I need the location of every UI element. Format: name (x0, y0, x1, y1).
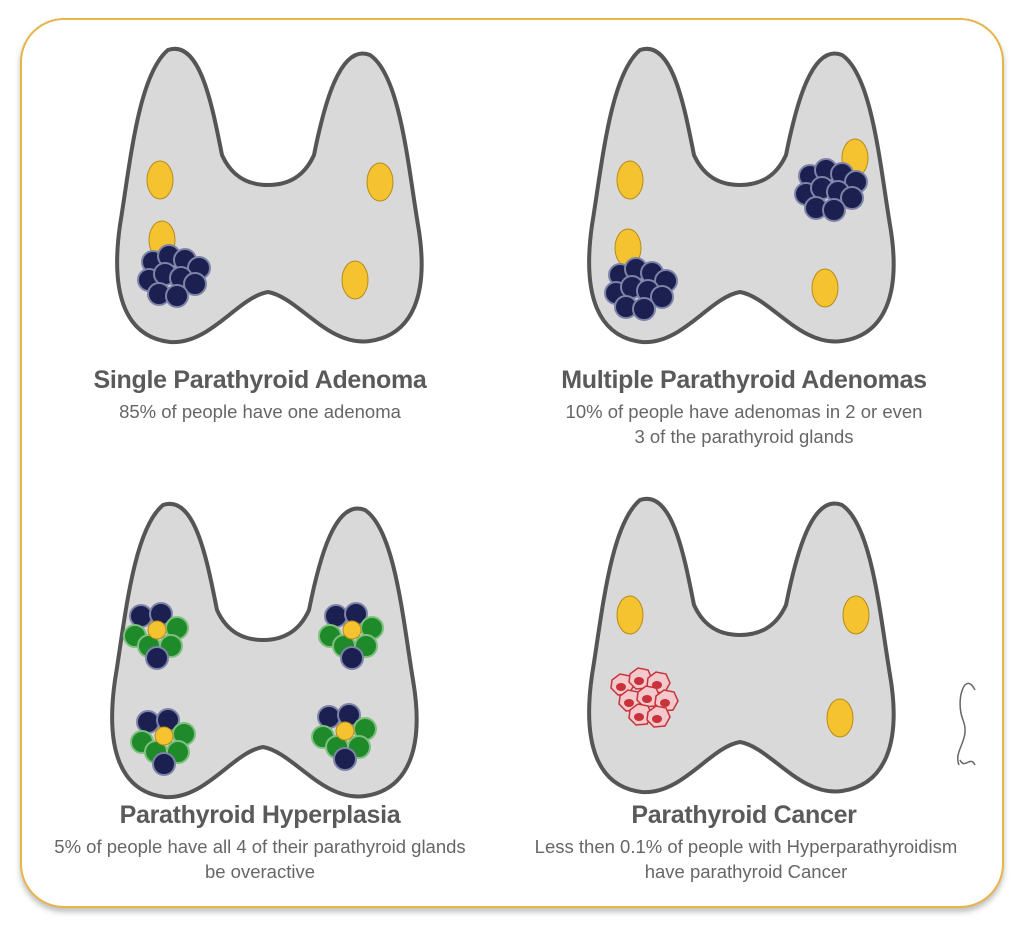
cancer-nucleus (634, 677, 644, 685)
panel-description: 85% of people have one adenoma (119, 401, 401, 422)
parathyroid-gland (154, 726, 174, 746)
adenoma-cell (632, 297, 656, 321)
panel-title: Parathyroid Cancer (631, 801, 857, 829)
panel-hyperplasia: Parathyroid Hyperplasia 5% of people hav… (30, 801, 490, 884)
adenoma-cell (840, 186, 864, 210)
hyperplasia-cell (145, 646, 169, 670)
panel-description: 10% of people have adenomas in 2 or even… (565, 401, 923, 447)
hyperplasia-cell (136, 710, 160, 734)
parathyroid-gland (335, 721, 355, 741)
parathyroid-gland (342, 620, 362, 640)
panel-multiple-adenomas: Multiple Parathyroid Adenomas 10% of peo… (514, 366, 974, 449)
thyroid-cancer (587, 496, 896, 795)
cancer-nucleus (660, 699, 670, 707)
parathyroid-gland (147, 620, 167, 640)
panel-title: Single Parathyroid Adenoma (93, 366, 427, 394)
adenoma-cell (650, 285, 674, 309)
cancer-nucleus (624, 699, 634, 707)
parathyroid-gland (826, 698, 854, 738)
cancer-nucleus (642, 695, 652, 703)
hyperplasia-cell (324, 604, 348, 628)
adenoma-cell (822, 198, 846, 222)
parathyroid-gland (616, 160, 644, 200)
cancer-nucleus (652, 681, 662, 689)
panel-single-adenoma: Single Parathyroid Adenoma 85% of people… (30, 366, 490, 424)
parathyroid-gland (146, 160, 174, 200)
parathyroid-gland (616, 595, 644, 635)
parathyroid-gland (341, 260, 369, 300)
hyperplasia-cell (340, 646, 364, 670)
parathyroid-gland (366, 162, 394, 202)
panel-title: Multiple Parathyroid Adenomas (561, 366, 927, 394)
hyperplasia-cell (333, 747, 357, 771)
panel-cancer: Parathyroid Cancer Less then 0.1% of peo… (514, 801, 974, 884)
panel-title: Parathyroid Hyperplasia (119, 801, 401, 829)
artist-signature (957, 682, 976, 766)
panel-description: 5% of people have all 4 of their parathy… (54, 836, 466, 882)
parathyroid-gland (811, 268, 839, 308)
adenoma-cell (183, 272, 207, 296)
hyperplasia-cell (317, 705, 341, 729)
panel-description: Less then 0.1% of people with Hyperparat… (534, 836, 958, 882)
parathyroid-gland (842, 595, 870, 635)
hyperplasia-cell (152, 752, 176, 776)
cancer-nucleus (634, 713, 644, 721)
hyperplasia-cell (129, 604, 153, 628)
adenoma-cell (165, 284, 189, 308)
cancer-nucleus (616, 683, 626, 691)
cancer-nucleus (652, 715, 662, 723)
